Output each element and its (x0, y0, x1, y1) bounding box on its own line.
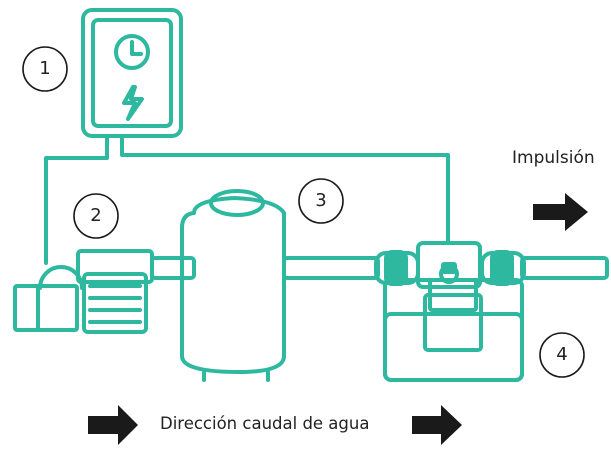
pipes (150, 256, 609, 280)
flow-arrows (88, 193, 588, 445)
impulsion-label: Impulsión (512, 148, 595, 168)
arrow-right (412, 405, 462, 445)
callout-circles (22, 46, 585, 378)
filter-tank (180, 189, 286, 382)
callout-2-number: 2 (90, 205, 102, 226)
lightning-icon (122, 85, 144, 121)
control-wires (44, 136, 450, 265)
arrow-impulsion (533, 193, 588, 231)
callout-4-number: 4 (556, 344, 568, 365)
callout-1-number: 1 (39, 58, 51, 79)
clock-icon (114, 34, 150, 70)
callout-circle-4 (539, 332, 585, 378)
flow-direction-label: Dirección caudal de agua (160, 414, 370, 433)
callout-circle-3 (298, 178, 344, 224)
pump (13, 249, 154, 334)
controller-unit (81, 8, 183, 138)
callout-3-number: 3 (315, 190, 327, 211)
callout-circle-2 (73, 193, 119, 239)
valve-assembly (383, 241, 524, 382)
valve-couplings (384, 250, 514, 286)
arrow-left (88, 405, 138, 445)
callout-circle-1 (22, 46, 68, 92)
